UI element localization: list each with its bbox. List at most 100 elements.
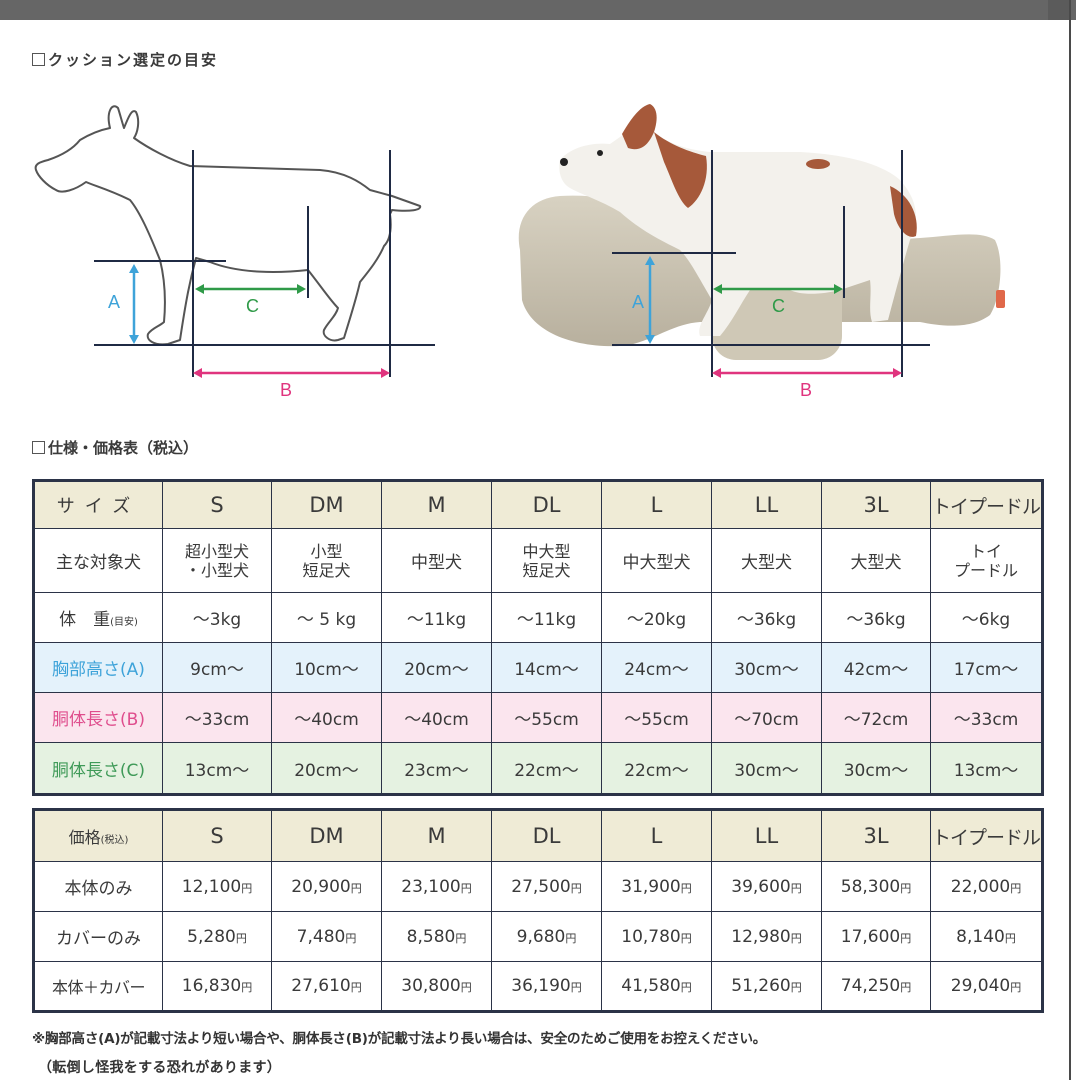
dog-outline-icon [34, 105, 422, 346]
table-row-weight: 体 重(目安) ～3kg ～ 5 kg ～11kg ～11kg ～20kg ～3… [33, 592, 1043, 643]
measurement-guide-lines-photo [612, 150, 930, 377]
cell-b-dm: ～40cm [271, 692, 382, 743]
header-size-toy-poodle: トイプードル [930, 480, 1043, 529]
cell-b-3l: ～72cm [821, 692, 931, 743]
top-bar [0, 0, 1076, 20]
cell-c-s: 13cm～ [162, 742, 272, 795]
label-c: C [246, 296, 259, 316]
row-label-body-length-c: 胴体長さ(C) [33, 742, 163, 795]
price-header-m: M [381, 809, 492, 862]
cell-target-ll: 大型犬 [711, 528, 822, 593]
cell-target-dm: 小型短足犬 [271, 528, 382, 593]
checkbox-square-icon [32, 441, 45, 454]
measurement-guide-lines [94, 150, 435, 377]
cell-a-dm: 10cm～ [271, 642, 382, 693]
cell-target-s: 超小型犬・小型犬 [162, 528, 272, 593]
cell-weight-ll: ～36kg [711, 592, 822, 643]
price-header-row: 価格(税込) S DM M DL L LL 3L トイプードル [33, 809, 1043, 862]
price-header-s: S [162, 809, 272, 862]
price-header-toy-poodle: トイプードル [930, 809, 1043, 862]
cell-weight-m: ～11kg [381, 592, 492, 643]
table-row-chest-height: 胸部高さ(A) 9cm～ 10cm～ 20cm～ 14cm～ 24cm～ 30c… [33, 642, 1043, 693]
header-size-3l: 3L [821, 480, 931, 529]
measure-c-arrow-photo [713, 284, 843, 294]
label-c-photo: C [772, 296, 785, 316]
measure-c-arrow [195, 284, 306, 294]
header-size-dl: DL [491, 480, 602, 529]
price-body-ll: 39,600円 [711, 861, 822, 912]
cell-a-l: 24cm～ [601, 642, 712, 693]
price-body-s: 12,100円 [162, 861, 272, 912]
price-header-dl: DL [491, 809, 602, 862]
price-body-m: 23,100円 [381, 861, 492, 912]
measure-a-arrow [129, 264, 139, 344]
price-set-m: 30,800円 [381, 961, 492, 1012]
header-size-ll: LL [711, 480, 822, 529]
cell-a-m: 20cm～ [381, 642, 492, 693]
row-label-target-dog: 主な対象犬 [33, 528, 163, 593]
price-cover-s: 5,280円 [162, 911, 272, 962]
section-title-text: 仕様・価格表（税込） [48, 439, 199, 457]
cell-a-ll: 30cm～ [711, 642, 822, 693]
cell-a-dl: 14cm～ [491, 642, 602, 693]
price-body-toy-poodle: 22,000円 [930, 861, 1043, 912]
price-cover-3l: 17,600円 [821, 911, 931, 962]
cell-target-dl: 中大型短足犬 [491, 528, 602, 593]
row-label-body-only: 本体のみ [33, 861, 163, 912]
price-header-ll: LL [711, 809, 822, 862]
row-label-cover-only: カバーのみ [33, 911, 163, 962]
table-row-body-plus-cover: 本体＋カバー 16,830円 27,610円 30,800円 36,190円 4… [33, 961, 1043, 1012]
table-row-cover-only: カバーのみ 5,280円 7,480円 8,580円 9,680円 10,780… [33, 911, 1043, 962]
table-row-body-only: 本体のみ 12,100円 20,900円 23,100円 27,500円 31,… [33, 861, 1043, 912]
price-header-3l: 3L [821, 809, 931, 862]
cell-weight-dm: ～ 5 kg [271, 592, 382, 643]
cell-c-toy-poodle: 13cm～ [930, 742, 1043, 795]
cell-b-ll: ～70cm [711, 692, 822, 743]
price-set-dm: 27,610円 [271, 961, 382, 1012]
price-set-3l: 74,250円 [821, 961, 931, 1012]
cell-weight-s: ～3kg [162, 592, 272, 643]
cell-weight-l: ～20kg [601, 592, 712, 643]
price-cover-l: 10,780円 [601, 911, 712, 962]
price-set-l: 41,580円 [601, 961, 712, 1012]
spec-header-row: サイズ S DM M DL L LL 3L トイプードル [33, 480, 1043, 529]
header-size-l: L [601, 480, 712, 529]
cell-a-s: 9cm～ [162, 642, 272, 693]
price-header-l: L [601, 809, 712, 862]
price-set-toy-poodle: 29,040円 [930, 961, 1043, 1012]
cell-b-l: ～55cm [601, 692, 712, 743]
row-label-body-length-b: 胴体長さ(B) [33, 692, 163, 743]
price-table: 価格(税込) S DM M DL L LL 3L トイプードル 本体のみ 12,… [32, 808, 1044, 1013]
spec-table: サイズ S DM M DL L LL 3L トイプードル 主な対象犬 超小型犬・… [32, 479, 1044, 796]
price-set-dl: 36,190円 [491, 961, 602, 1012]
row-label-body-plus-cover: 本体＋カバー [33, 961, 163, 1012]
cell-c-3l: 30cm～ [821, 742, 931, 795]
cell-b-toy-poodle: ～33cm [930, 692, 1043, 743]
price-cover-toy-poodle: 8,140円 [930, 911, 1043, 962]
header-size-label: サイズ [33, 480, 163, 529]
section-title-spec-price: 仕様・価格表（税込） [32, 437, 198, 458]
cell-weight-toy-poodle: ～6kg [930, 592, 1043, 643]
cell-target-toy-poodle: トイプードル [930, 528, 1043, 593]
label-b: B [280, 380, 292, 400]
scrollbar-edge[interactable] [1069, 0, 1071, 1080]
checkbox-square-icon [32, 53, 45, 66]
label-a-photo: A [632, 292, 644, 312]
cell-target-3l: 大型犬 [821, 528, 931, 593]
cell-c-m: 23cm～ [381, 742, 492, 795]
row-label-chest-height: 胸部高さ(A) [33, 642, 163, 693]
dog-photo-shape [559, 104, 917, 336]
measure-b-arrow [193, 368, 390, 378]
price-cover-dm: 7,480円 [271, 911, 382, 962]
cell-c-dl: 22cm～ [491, 742, 602, 795]
label-b-photo: B [800, 380, 812, 400]
cell-c-l: 22cm～ [601, 742, 712, 795]
label-a: A [108, 292, 120, 312]
price-set-ll: 51,260円 [711, 961, 822, 1012]
row-label-weight: 体 重(目安) [33, 592, 163, 643]
price-cover-ll: 12,980円 [711, 911, 822, 962]
cell-b-dl: ～55cm [491, 692, 602, 743]
price-body-3l: 58,300円 [821, 861, 931, 912]
safety-note: ※胸部高さ(A)が記載寸法より短い場合や、胴体長さ(B)が記載寸法より長い場合は… [32, 1031, 767, 1047]
measure-b-arrow-photo [712, 368, 902, 378]
